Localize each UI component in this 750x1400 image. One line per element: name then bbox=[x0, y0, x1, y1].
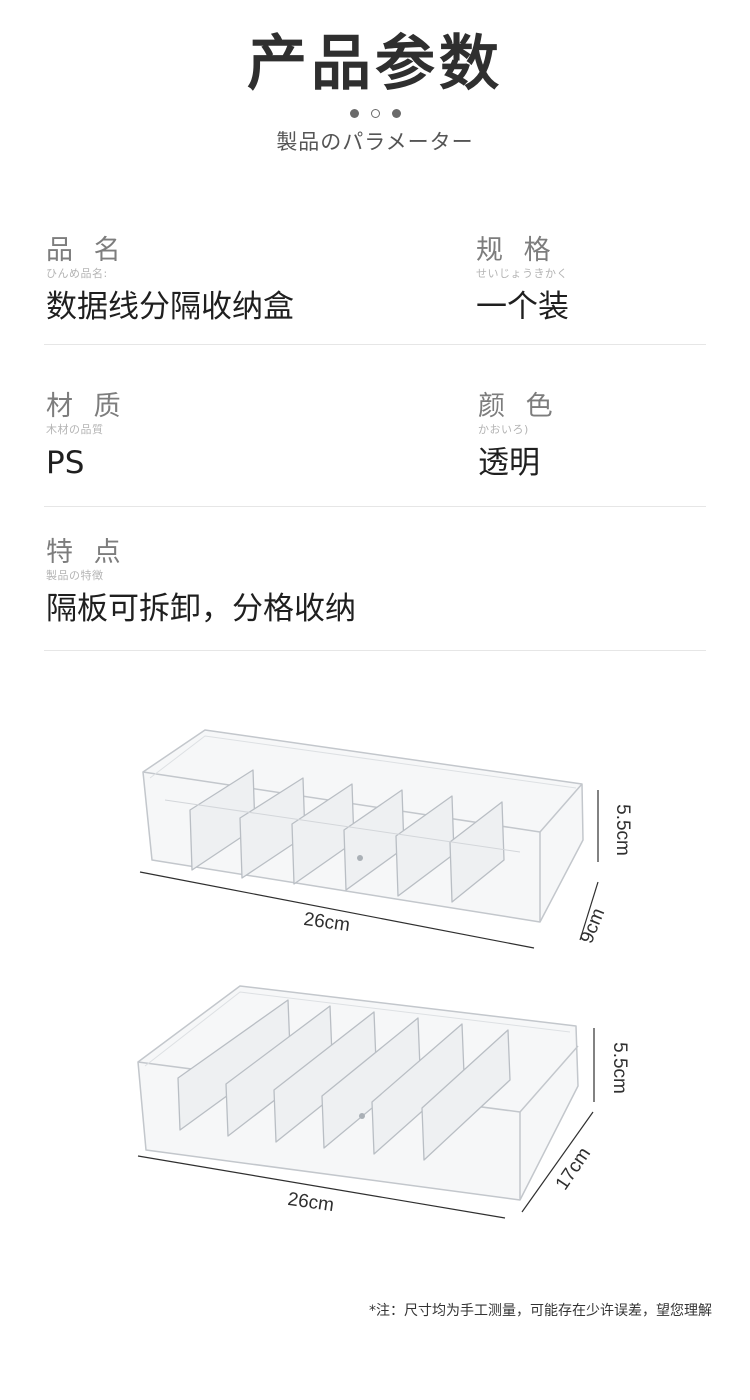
title-dots bbox=[0, 106, 750, 120]
param-feature: 特 点 製品の特徴 隔板可拆卸，分格收纳 bbox=[46, 538, 356, 629]
box-small-image bbox=[142, 729, 584, 923]
dot-hollow-icon bbox=[370, 108, 380, 118]
page-title: 产品参数 bbox=[247, 29, 503, 99]
param-kana: ひんめ品名: bbox=[46, 267, 108, 280]
param-value: 透明 bbox=[478, 445, 540, 481]
page-subtitle: 製品のパラメーター bbox=[276, 130, 474, 154]
param-kana: 木材の品質 bbox=[46, 423, 104, 436]
param-kana: かおいろ) bbox=[478, 423, 529, 436]
product-illustrations: 26cm 9cm 5.5cm 26cm 17cm 5.5cm bbox=[137, 729, 633, 1219]
param-value: PS bbox=[46, 445, 85, 481]
param-kana: せいじょうきかく bbox=[476, 267, 568, 280]
box-small-dimensions bbox=[139, 790, 599, 949]
box-small-length: 26cm bbox=[302, 909, 351, 936]
box-small-width: 9cm bbox=[576, 905, 609, 946]
param-label: 规 格 bbox=[476, 235, 557, 266]
param-kana: 製品の特徴 bbox=[46, 569, 104, 582]
param-value: 数据线分隔收纳盒 bbox=[46, 289, 294, 325]
box-small-height: 5.5cm bbox=[612, 804, 633, 856]
param-label: 材 质 bbox=[46, 391, 127, 422]
header: 产品参数 製品のパラメーター bbox=[0, 28, 750, 156]
param-value: 隔板可拆卸，分格收纳 bbox=[46, 591, 356, 627]
param-label: 特 点 bbox=[46, 537, 127, 568]
param-name: 品 名 ひんめ品名: 数据线分隔收纳盒 bbox=[46, 236, 294, 327]
box-large-height: 5.5cm bbox=[609, 1042, 630, 1094]
param-material: 材 质 木材の品質 PS bbox=[46, 392, 127, 483]
box-large-length: 26cm bbox=[286, 1189, 335, 1216]
param-color: 颜 色 かおいろ) 透明 bbox=[478, 392, 559, 483]
param-row-3: 特 点 製品の特徴 隔板可拆卸，分格收纳 bbox=[44, 538, 706, 651]
param-label: 颜 色 bbox=[478, 391, 559, 422]
box-large-image bbox=[137, 985, 579, 1201]
param-label: 品 名 bbox=[46, 235, 127, 266]
param-value: 一个装 bbox=[476, 289, 569, 325]
box-large-width: 17cm bbox=[552, 1144, 595, 1194]
dot-icon bbox=[349, 108, 359, 118]
param-spec: 规 格 せいじょうきかく 一个装 bbox=[476, 236, 569, 327]
measurement-footnote: *注：尺寸均为手工测量，可能存在少许误差，望您理解 bbox=[369, 1303, 712, 1319]
box-large-dimensions bbox=[137, 1028, 595, 1219]
param-row-1: 品 名 ひんめ品名: 数据线分隔收纳盒 规 格 せいじょうきかく 一个装 bbox=[44, 236, 706, 345]
param-row-2: 材 质 木材の品質 PS 颜 色 かおいろ) 透明 bbox=[44, 392, 706, 507]
dot-icon bbox=[391, 108, 401, 118]
